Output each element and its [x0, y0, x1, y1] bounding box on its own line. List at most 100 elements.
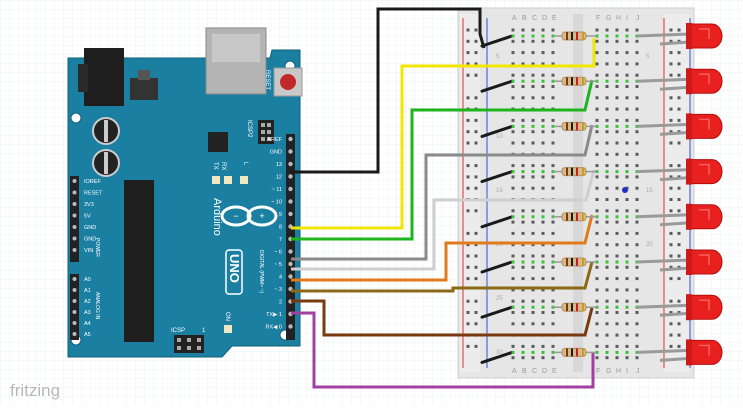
- rail-hole[interactable]: [466, 175, 470, 179]
- breadboard-hole[interactable]: [511, 288, 515, 292]
- breadboard-hole[interactable]: [635, 51, 639, 55]
- breadboard-hole[interactable]: [541, 231, 545, 235]
- power-pin[interactable]: [72, 202, 77, 206]
- rail-hole[interactable]: [669, 265, 673, 269]
- breadboard-hole[interactable]: [625, 265, 629, 269]
- breadboard-hole[interactable]: [605, 51, 609, 55]
- wire-pin6[interactable]: [291, 169, 596, 271]
- breadboard-hole[interactable]: [595, 152, 599, 156]
- digital-pin[interactable]: [288, 149, 293, 154]
- breadboard-hole[interactable]: [521, 51, 525, 55]
- breadboard-hole[interactable]: [595, 265, 599, 269]
- rail-hole[interactable]: [677, 243, 681, 247]
- breadboard-hole[interactable]: [605, 344, 609, 348]
- breadboard-hole[interactable]: [595, 85, 599, 88]
- breadboard-hole[interactable]: [551, 288, 555, 292]
- breadboard-hole[interactable]: [635, 231, 639, 235]
- breadboard-hole[interactable]: [531, 28, 535, 32]
- digital-pin[interactable]: [288, 174, 293, 179]
- rail-hole[interactable]: [474, 322, 478, 326]
- rail-hole[interactable]: [677, 322, 681, 326]
- breadboard-hole[interactable]: [625, 141, 629, 145]
- breadboard-hole[interactable]: [615, 220, 619, 224]
- rail-hole[interactable]: [466, 141, 470, 145]
- breadboard-hole[interactable]: [551, 243, 555, 247]
- rail-hole[interactable]: [677, 231, 681, 235]
- breadboard-hole[interactable]: [521, 231, 525, 235]
- breadboard-hole[interactable]: [595, 322, 599, 326]
- breadboard-hole[interactable]: [615, 277, 619, 281]
- rail-hole[interactable]: [474, 186, 478, 190]
- rail-hole[interactable]: [474, 277, 478, 281]
- breadboard-hole[interactable]: [541, 130, 545, 134]
- breadboard-hole[interactable]: [605, 288, 609, 292]
- breadboard-hole[interactable]: [551, 130, 555, 134]
- rail-hole[interactable]: [669, 118, 673, 122]
- breadboard-hole[interactable]: [595, 356, 599, 360]
- breadboard-hole[interactable]: [541, 265, 545, 269]
- rail-hole[interactable]: [466, 231, 470, 235]
- breadboard-hole[interactable]: [511, 356, 515, 360]
- digital-pin[interactable]: [288, 186, 293, 192]
- breadboard-hole[interactable]: [635, 356, 639, 360]
- rail-hole[interactable]: [677, 62, 681, 66]
- breadboard-hole[interactable]: [541, 73, 545, 77]
- breadboard-hole[interactable]: [531, 175, 535, 179]
- rail-hole[interactable]: [677, 277, 681, 281]
- rail-hole[interactable]: [669, 198, 673, 201]
- breadboard-hole[interactable]: [521, 288, 525, 292]
- breadboard-hole[interactable]: [531, 141, 535, 145]
- breadboard-hole[interactable]: [625, 51, 629, 55]
- breadboard-hole[interactable]: [635, 265, 639, 269]
- breadboard-hole[interactable]: [615, 152, 619, 156]
- breadboard-hole[interactable]: [605, 265, 609, 269]
- rail-hole[interactable]: [474, 164, 478, 168]
- breadboard-hole[interactable]: [605, 198, 609, 201]
- breadboard-hole[interactable]: [625, 152, 629, 156]
- rail-hole[interactable]: [669, 254, 673, 258]
- rail-hole[interactable]: [474, 311, 478, 314]
- rail-hole[interactable]: [474, 265, 478, 269]
- breadboard-hole[interactable]: [541, 28, 545, 32]
- rail-hole[interactable]: [669, 39, 673, 43]
- breadboard-hole[interactable]: [605, 299, 609, 303]
- wire-pin7[interactable]: [291, 124, 594, 261]
- breadboard-hole[interactable]: [625, 209, 629, 213]
- rail-hole[interactable]: [677, 209, 681, 213]
- breadboard-hole[interactable]: [551, 356, 555, 360]
- breadboard-hole[interactable]: [521, 141, 525, 145]
- breadboard-hole[interactable]: [635, 311, 639, 314]
- digital-pin[interactable]: [288, 249, 293, 254]
- rail-hole[interactable]: [677, 164, 681, 168]
- breadboard-hole[interactable]: [541, 254, 545, 258]
- breadboard-hole[interactable]: [531, 220, 535, 224]
- ground-jumper[interactable]: [480, 34, 514, 48]
- wire-pin5[interactable]: [291, 214, 594, 282]
- breadboard-hole[interactable]: [605, 164, 609, 168]
- breadboard-hole[interactable]: [595, 39, 599, 43]
- breadboard-hole[interactable]: [635, 141, 639, 145]
- rail-hole[interactable]: [669, 243, 673, 247]
- breadboard-hole[interactable]: [511, 164, 515, 168]
- breadboard-hole[interactable]: [531, 73, 535, 77]
- analog-pin[interactable]: [72, 277, 77, 281]
- breadboard-hole[interactable]: [521, 220, 525, 224]
- breadboard-hole[interactable]: [511, 209, 515, 213]
- breadboard-hole[interactable]: [531, 85, 535, 88]
- breadboard-hole[interactable]: [541, 96, 545, 100]
- breadboard-hole[interactable]: [551, 96, 555, 100]
- breadboard-hole[interactable]: [595, 164, 599, 168]
- rail-hole[interactable]: [669, 311, 673, 314]
- breadboard-hole[interactable]: [595, 186, 599, 190]
- breadboard-hole[interactable]: [511, 344, 515, 348]
- rail-hole[interactable]: [677, 73, 681, 77]
- red-led[interactable]: [689, 249, 723, 275]
- breadboard-hole[interactable]: [511, 28, 515, 32]
- breadboard-hole[interactable]: [605, 220, 609, 224]
- breadboard-hole[interactable]: [551, 299, 555, 303]
- red-led[interactable]: [689, 68, 723, 94]
- breadboard-hole[interactable]: [635, 175, 639, 179]
- wire-pin2[interactable]: [291, 311, 595, 389]
- breadboard-hole[interactable]: [615, 28, 619, 32]
- breadboard-hole[interactable]: [551, 277, 555, 281]
